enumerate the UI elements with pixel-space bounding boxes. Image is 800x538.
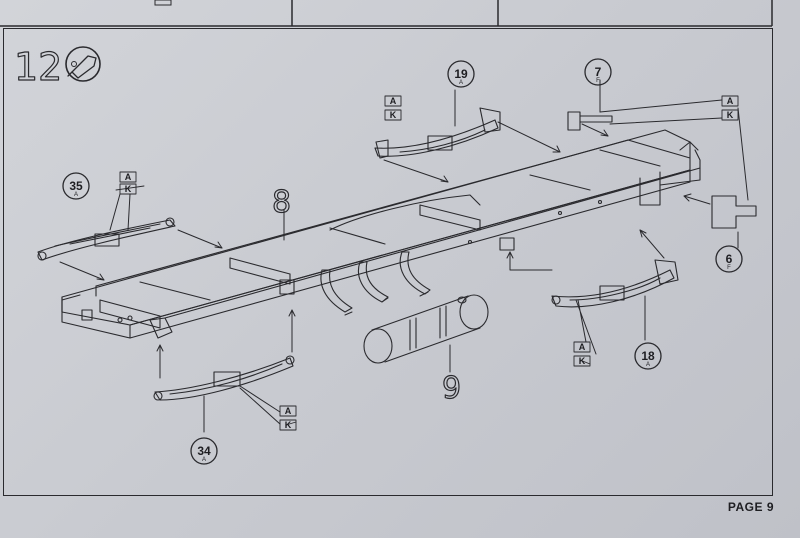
svg-text:A: A — [646, 362, 650, 368]
tank-brackets — [320, 251, 431, 313]
svg-text:A: A — [579, 342, 586, 352]
svg-text:A: A — [459, 80, 463, 86]
step-number: 12 — [14, 45, 62, 89]
fuel-tank — [363, 294, 489, 364]
frame-label: 8 — [272, 185, 291, 220]
glue-tube-icon — [65, 46, 101, 82]
chassis-frame — [61, 129, 701, 339]
svg-text:A: A — [727, 96, 734, 106]
svg-text:6: 6 — [726, 252, 733, 266]
leaf-spring-34 — [153, 355, 295, 401]
leader-lines — [59, 79, 749, 433]
svg-text:A: A — [125, 172, 132, 182]
svg-text:F: F — [727, 265, 731, 271]
previous-step-border — [0, 0, 773, 27]
svg-text:K: K — [390, 110, 397, 120]
callout-34: 34 A — [197, 444, 211, 463]
svg-text:K: K — [285, 420, 292, 430]
leaf-spring-35 — [37, 217, 176, 261]
tank-label: 9 — [442, 371, 461, 406]
svg-text:K: K — [125, 184, 132, 194]
callout-18: 18 A — [641, 349, 655, 368]
callout-35: 35 A — [69, 179, 83, 198]
callout-7: 7 F — [595, 65, 602, 84]
svg-text:A: A — [74, 192, 78, 198]
svg-text:35: 35 — [69, 179, 83, 193]
bracket-7 — [567, 111, 613, 131]
step-frame — [3, 28, 773, 496]
svg-text:7: 7 — [595, 65, 602, 79]
leaf-spring-18 — [551, 259, 679, 308]
svg-text:K: K — [727, 110, 734, 120]
bracket-6 — [711, 195, 757, 229]
svg-text:A: A — [285, 406, 292, 416]
callout-6: 6 F — [726, 252, 733, 271]
svg-text:K: K — [579, 356, 586, 366]
svg-text:A: A — [390, 96, 397, 106]
svg-text:19: 19 — [454, 67, 468, 81]
svg-text:F: F — [596, 78, 600, 84]
tag-labels: A K A K A K A K A K — [125, 96, 734, 430]
leaf-spring-19 — [374, 107, 501, 159]
callout-19: 19 A — [454, 67, 468, 86]
page-number: PAGE 9 — [727, 500, 774, 514]
svg-text:34: 34 — [197, 444, 211, 458]
svg-text:18: 18 — [641, 349, 655, 363]
svg-text:A: A — [202, 457, 206, 463]
